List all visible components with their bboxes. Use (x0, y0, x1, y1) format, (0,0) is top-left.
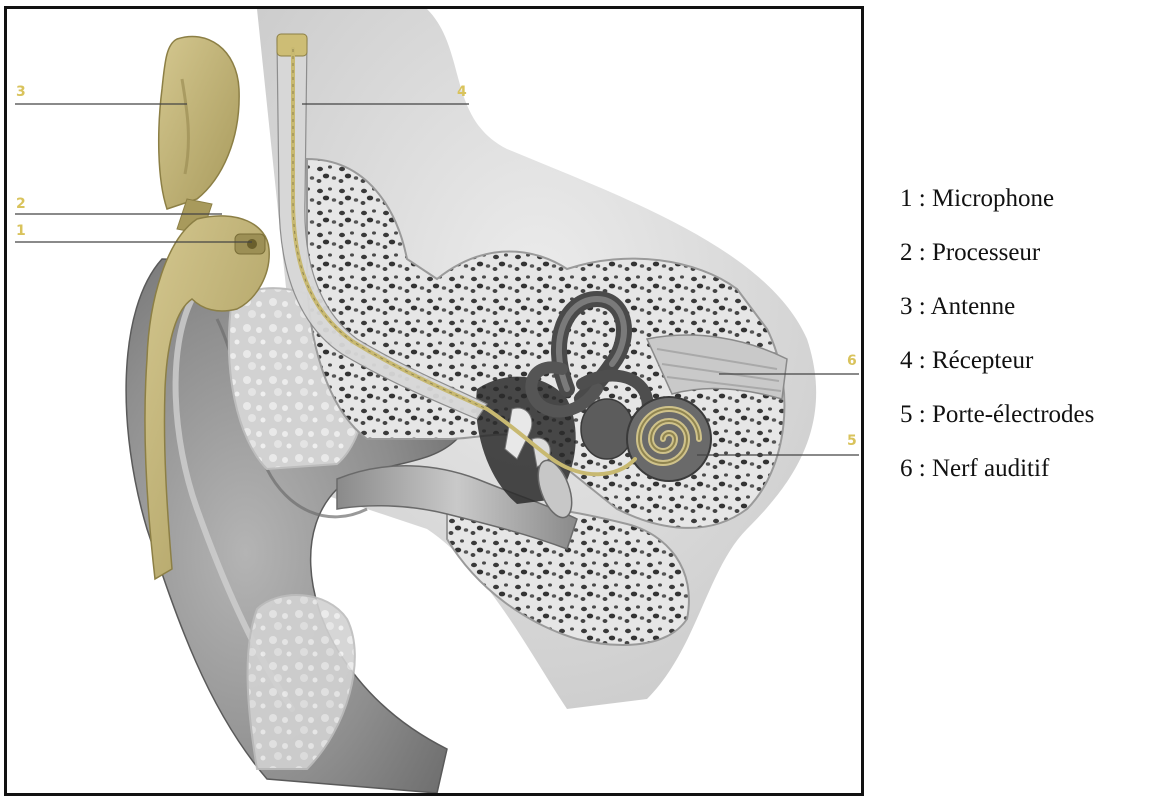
legend-number: 3 (900, 293, 913, 320)
legend-item-antenne: 3 : Antenne (900, 288, 1160, 342)
legend-item-porte-electrodes: 5 : Porte-électrodes (900, 396, 1160, 450)
callout-number-2: 2 (16, 196, 26, 212)
legend-separator: : (913, 455, 932, 482)
component-legend: 1 : Microphone 2 : Processeur 3 : Antenn… (900, 180, 1160, 504)
legend-label: Récepteur (932, 347, 1033, 374)
legend-separator: : (913, 239, 932, 266)
callout-number-5: 5 (847, 433, 857, 449)
callout-number-4: 4 (457, 84, 467, 100)
legend-number: 4 (900, 347, 913, 374)
legend-number: 5 (900, 401, 913, 428)
legend-label: Microphone (932, 185, 1054, 212)
legend-separator: : (913, 347, 932, 374)
legend-item-microphone: 1 : Microphone (900, 180, 1160, 234)
callout-number-3: 3 (16, 84, 26, 100)
legend-item-nerf-auditif: 6 : Nerf auditif (900, 450, 1160, 504)
legend-number: 6 (900, 455, 913, 482)
legend-number: 1 (900, 185, 913, 212)
callout-number-1: 1 (16, 223, 26, 239)
legend-separator: : (913, 401, 932, 428)
legend-separator: : (913, 185, 932, 212)
legend-label: Processeur (932, 239, 1040, 266)
legend-label: Antenne (931, 293, 1016, 320)
legend-item-recepteur: 4 : Récepteur (900, 342, 1160, 396)
legend-separator: : (913, 293, 931, 320)
legend-item-processeur: 2 : Processeur (900, 234, 1160, 288)
legend-label: Porte-électrodes (932, 401, 1094, 428)
legend-number: 2 (900, 239, 913, 266)
legend-label: Nerf auditif (932, 455, 1049, 482)
ear-anatomy-drawing: 3 2 1 4 6 5 (7, 9, 861, 793)
cochlear-implant-illustration: 3 2 1 4 6 5 (4, 6, 864, 796)
callout-number-6: 6 (847, 353, 857, 369)
